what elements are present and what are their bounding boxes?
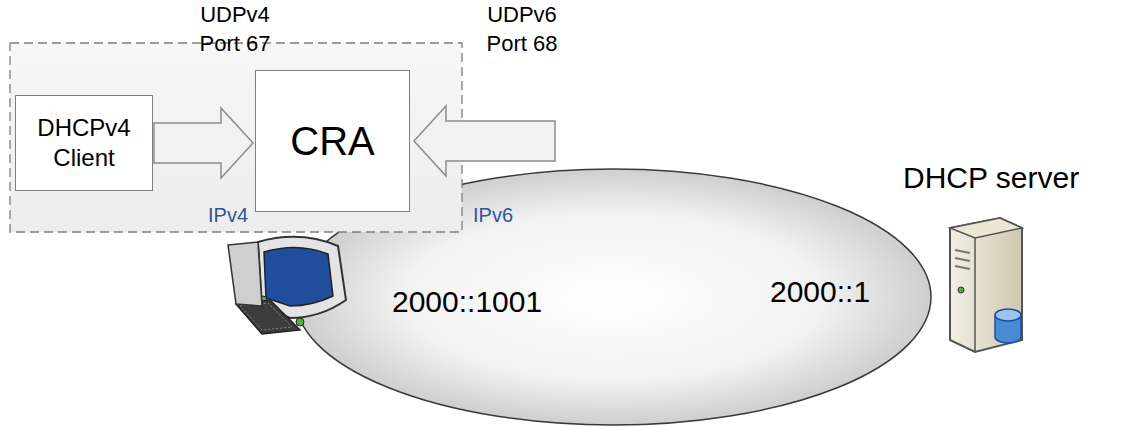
port-label: UDPv6 Port 68 <box>472 1 572 58</box>
ipv6-input-arrow <box>414 106 555 176</box>
protocol-label: IPv4 <box>208 202 248 228</box>
client-box: DHCPv4 Client <box>15 95 153 191</box>
box-text: DHCPv4 Client <box>16 113 152 173</box>
server-label: DHCP server <box>903 158 1079 197</box>
relay-agent-box: CRA <box>255 70 410 212</box>
address-label: 2000::1 <box>770 272 870 311</box>
port-label: UDPv4 Port 67 <box>185 1 285 58</box>
host-group-frame <box>10 43 462 232</box>
server-icon <box>950 218 1022 352</box>
block-arrow <box>154 108 253 178</box>
address-label: 2000::1001 <box>392 282 542 321</box>
protocol-label: IPv6 <box>473 202 513 228</box>
box-text: CRA <box>290 116 374 166</box>
computer-icon <box>228 237 346 334</box>
